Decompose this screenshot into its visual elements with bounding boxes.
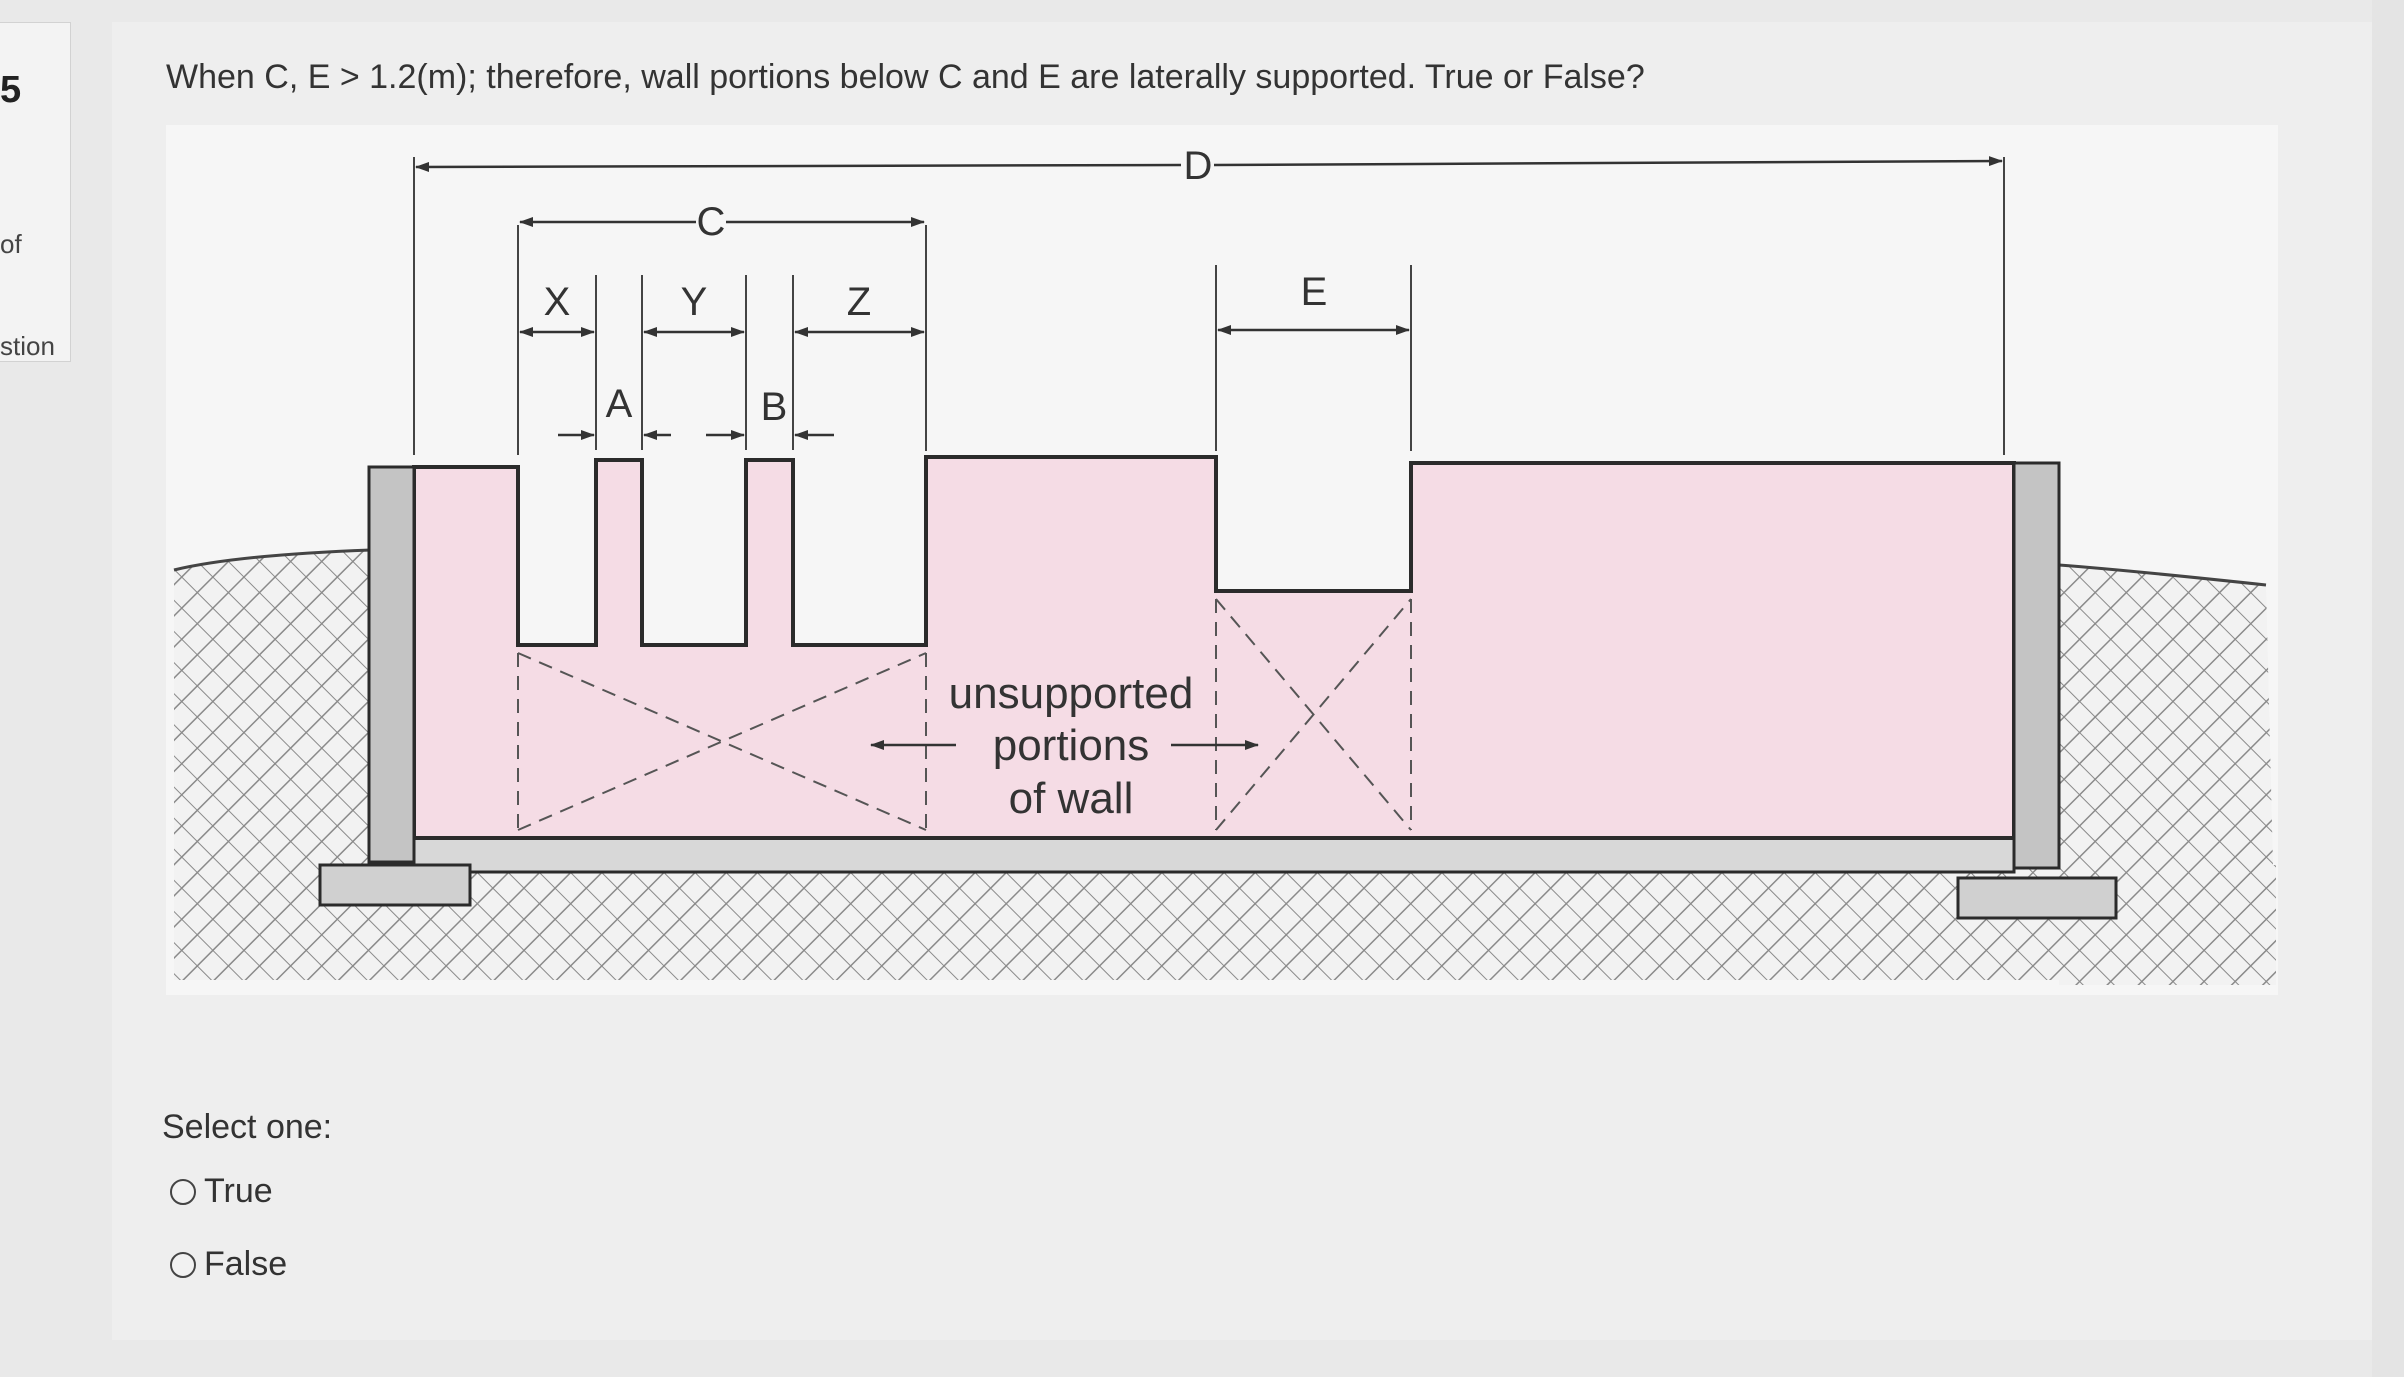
- dim-label-x: X: [544, 280, 571, 324]
- wall-elevation: [412, 455, 2016, 840]
- option-true[interactable]: True: [170, 1172, 273, 1211]
- question-info-panel: 5 of stion: [0, 22, 71, 362]
- soil-left: [174, 550, 371, 965]
- dim-label-z: Z: [847, 280, 871, 324]
- annotation-line-1: unsupported: [949, 669, 1194, 718]
- unsupported-region-marks: [517, 598, 1412, 831]
- option-true-label[interactable]: True: [204, 1172, 273, 1210]
- wall-diagram: D C X Y Z E A B unsupported portions of …: [166, 125, 2278, 995]
- dim-label-d: D: [1184, 144, 1213, 188]
- radio-false[interactable]: [170, 1251, 196, 1278]
- radio-true[interactable]: [170, 1178, 196, 1205]
- column-left: [367, 465, 416, 864]
- right-margin: [2372, 0, 2404, 1377]
- soil-bottom: [174, 865, 2276, 980]
- dim-label-e: E: [1301, 270, 1328, 314]
- question-text: When C, E > 1.2(m); therefore, wall port…: [166, 58, 1645, 96]
- dim-label-b: B: [761, 385, 788, 429]
- footing-right: [1956, 876, 2118, 920]
- dim-label-c: C: [697, 200, 726, 244]
- dim-label-y: Y: [681, 280, 708, 324]
- select-one-label: Select one:: [162, 1108, 333, 1146]
- question-number: 5: [0, 69, 22, 111]
- option-false-label[interactable]: False: [204, 1245, 288, 1283]
- footing-left: [318, 863, 472, 907]
- option-false[interactable]: False: [170, 1245, 287, 1284]
- question-of-label: of: [0, 229, 22, 259]
- base-slab: [412, 836, 2016, 874]
- column-right: [2012, 461, 2061, 870]
- dim-label-a: A: [606, 382, 633, 426]
- annotation-line-3: of wall: [1009, 774, 1134, 823]
- question-label: stion: [0, 331, 55, 361]
- annotation-line-2: portions: [993, 721, 1150, 770]
